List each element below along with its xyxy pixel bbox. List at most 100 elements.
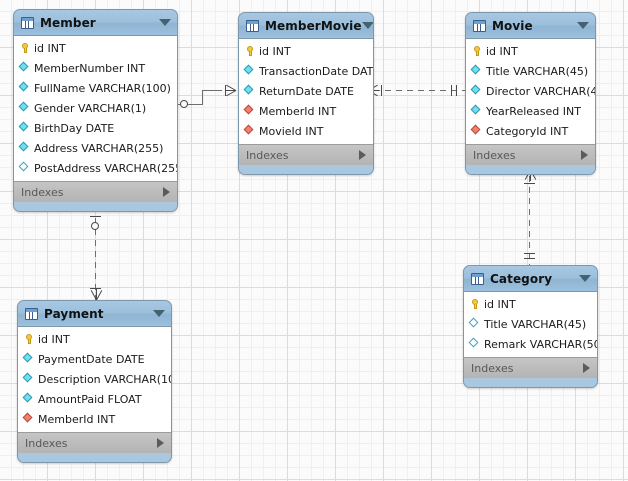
column-row[interactable]: FullName VARCHAR(100) [14,78,177,98]
table-icon [473,19,486,32]
indexes-section-category[interactable]: Indexes [464,357,597,378]
cardinality-one-tick [90,288,101,289]
column-label: id INT [34,41,66,55]
indexes-section-movie[interactable]: Indexes [466,144,595,165]
column-row[interactable]: Title VARCHAR(45) [464,314,597,334]
column-label: MemberId INT [38,412,116,426]
column-notnull-icon [19,122,31,134]
table-icon [25,307,38,320]
column-row[interactable]: Remark VARCHAR(500) [464,334,597,354]
indexes-section-payment[interactable]: Indexes [18,432,171,453]
table-icon [246,19,259,32]
column-row[interactable]: MemberId INT [18,409,171,429]
table-header-category[interactable]: Category [464,266,597,292]
chevron-right-icon[interactable] [359,150,366,160]
table-payment[interactable]: Payment id INT PaymentDate DATE Descript… [17,300,172,463]
column-row[interactable]: Address VARCHAR(255) [14,138,177,158]
column-row[interactable]: ReturnDate DATE [239,81,373,101]
primary-key-icon [19,42,31,54]
table-membermovie[interactable]: MemberMovie id INT TransactionDate DATE … [238,12,374,175]
table-bottom-strip [464,378,597,387]
column-row[interactable]: PostAddress VARCHAR(255) [14,158,177,178]
cardinality-one-tick [524,183,535,184]
table-bottom-strip [466,165,595,174]
column-label: id INT [259,44,291,58]
column-notnull-icon [19,62,31,74]
column-row[interactable]: id INT [14,38,177,58]
chevron-right-icon[interactable] [581,150,588,160]
chevron-right-icon[interactable] [157,438,164,448]
foreign-key-icon [244,105,256,117]
table-movie[interactable]: Movie id INT Title VARCHAR(45) Director … [465,12,596,175]
column-row[interactable]: id INT [466,41,595,61]
column-row[interactable]: YearReleased INT [466,101,595,121]
indexes-section-member[interactable]: Indexes [14,181,177,202]
column-label: Address VARCHAR(255) [34,141,164,155]
column-row[interactable]: MovieId INT [239,121,373,141]
indexes-section-membermovie[interactable]: Indexes [239,144,373,165]
table-columns-membermovie: id INT TransactionDate DATE ReturnDate D… [239,39,373,144]
column-nullable-icon [469,338,481,350]
column-row[interactable]: Director VARCHAR(45) [466,81,595,101]
indexes-label: Indexes [246,148,289,162]
column-notnull-icon [471,105,483,117]
column-notnull-icon [244,65,256,77]
table-category[interactable]: Category id INT Title VARCHAR(45) Remark… [463,265,598,388]
chevron-down-icon[interactable] [361,22,373,29]
column-row[interactable]: BirthDay DATE [14,118,177,138]
column-label: TransactionDate DATE [259,64,374,78]
cardinality-one-tick [524,258,535,259]
chevron-down-icon[interactable] [579,275,591,282]
primary-key-icon [469,298,481,310]
table-bottom-strip [239,165,373,174]
column-notnull-icon [19,82,31,94]
column-row[interactable]: id INT [239,41,373,61]
table-header-membermovie[interactable]: MemberMovie [239,13,373,39]
cardinality-one-tick [381,85,382,96]
column-row[interactable]: TransactionDate DATE [239,61,373,81]
column-label: PaymentDate DATE [38,352,145,366]
column-row[interactable]: PaymentDate DATE [18,349,171,369]
column-label: Gender VARCHAR(1) [34,101,147,115]
foreign-key-icon [23,413,35,425]
chevron-down-icon[interactable] [153,310,165,317]
cardinality-zero-marker [180,100,188,108]
column-row[interactable]: MemberNumber INT [14,58,177,78]
column-notnull-icon [471,85,483,97]
column-label: Director VARCHAR(45) [486,84,595,98]
column-label: FullName VARCHAR(100) [34,81,171,95]
column-row[interactable]: Description VARCHAR(100) [18,369,171,389]
column-label: id INT [486,44,518,58]
column-row[interactable]: Gender VARCHAR(1) [14,98,177,118]
column-row[interactable]: Title VARCHAR(45) [466,61,595,81]
chevron-down-icon[interactable] [159,19,171,26]
table-bottom-strip [14,202,177,211]
column-label: AmountPaid FLOAT [38,392,142,406]
table-columns-member: id INT MemberNumber INT FullName VARCHAR… [14,36,177,181]
column-row[interactable]: AmountPaid FLOAT [18,389,171,409]
column-notnull-icon [19,102,31,114]
crowsfoot-many-marker [90,289,103,301]
column-notnull-icon [23,373,35,385]
chevron-down-icon[interactable] [577,22,589,29]
column-row[interactable]: CategoryId INT [466,121,595,141]
cardinality-one-tick [456,85,457,96]
column-label: MemberNumber INT [34,61,146,75]
column-row[interactable]: MemberId INT [239,101,373,121]
column-label: YearReleased INT [486,104,581,118]
table-title: Member [40,15,96,30]
column-row[interactable]: id INT [18,329,171,349]
chevron-right-icon[interactable] [163,187,170,197]
chevron-right-icon[interactable] [583,363,590,373]
table-header-payment[interactable]: Payment [18,301,171,327]
primary-key-icon [244,45,256,57]
column-label: Remark VARCHAR(500) [484,337,597,351]
table-member[interactable]: Member id INT MemberNumber INT FullName … [13,9,178,212]
table-header-member[interactable]: Member [14,10,177,36]
primary-key-icon [471,45,483,57]
column-label: Description VARCHAR(100) [38,372,172,386]
column-label: id INT [38,332,70,346]
column-row[interactable]: id INT [464,294,597,314]
table-header-movie[interactable]: Movie [466,13,595,39]
